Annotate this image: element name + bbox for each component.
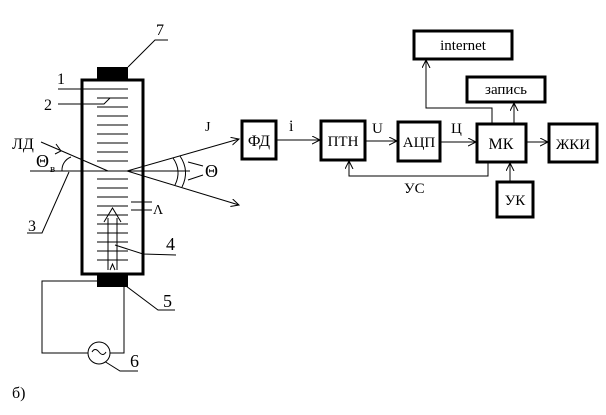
generator-6 xyxy=(87,341,111,365)
block-adc: АЦП xyxy=(396,120,442,163)
wavelength-marks: Λ xyxy=(131,201,164,218)
svg-text:ФД: ФД xyxy=(248,133,270,150)
svg-text:УК: УК xyxy=(505,193,527,209)
diffracted-beams: J Θ xyxy=(126,120,239,205)
top-cap-7 xyxy=(97,67,128,81)
svg-text:internet: internet xyxy=(440,38,487,54)
bragg-angle-subscript: в xyxy=(50,163,55,175)
laser-label: ЛД xyxy=(12,136,34,153)
callout-4: 4 xyxy=(166,234,175,254)
transducer-5 xyxy=(97,274,128,287)
svg-text:запись: запись xyxy=(485,82,527,98)
figure-label: б) xyxy=(12,385,25,402)
block-photodetector: ФД xyxy=(240,119,278,161)
callouts: 1 2 3 4 5 6 7 xyxy=(27,22,177,372)
wavelength-label: Λ xyxy=(153,203,164,218)
cell-body xyxy=(80,78,145,276)
acoustic-wave-arrow xyxy=(103,207,122,271)
bragg-angle-label: Θ xyxy=(36,151,49,171)
incident-beam: ЛД Θ в xyxy=(12,136,109,175)
signal-voltage-label: U xyxy=(372,121,383,137)
block-lcd: ЖКИ xyxy=(547,122,599,164)
callout-6: 6 xyxy=(130,351,139,371)
callout-2: 2 xyxy=(44,97,52,114)
signal-current-label: i xyxy=(289,118,294,135)
block-mcu: МК xyxy=(475,122,528,164)
signal-control-label: УС xyxy=(404,181,425,197)
connections xyxy=(276,60,548,182)
callout-3: 3 xyxy=(28,218,36,235)
intensity-label: J xyxy=(205,120,211,135)
generator-circuit xyxy=(41,280,125,365)
ac-symbol-icon xyxy=(91,349,107,355)
link-feedback xyxy=(349,161,489,177)
svg-text:ЖКИ: ЖКИ xyxy=(556,137,590,153)
svg-text:АЦП: АЦП xyxy=(403,135,436,151)
callout-5: 5 xyxy=(163,291,172,311)
bragg-angle-arc xyxy=(61,156,72,172)
link-mcu-internet xyxy=(426,60,493,124)
block-internet: internet xyxy=(412,29,514,61)
block-record: запись xyxy=(465,75,547,104)
svg-text:МК: МК xyxy=(489,136,514,153)
callout-7: 7 xyxy=(156,22,164,39)
acousto-optic-cell: Λ xyxy=(80,67,164,287)
svg-text:ПТН: ПТН xyxy=(328,134,359,150)
callout-1: 1 xyxy=(57,71,65,88)
block-converter: ПТН xyxy=(319,119,367,162)
signal-digital-label: Ц xyxy=(451,121,462,137)
grating-lines xyxy=(97,88,128,261)
block-keyboard: УК xyxy=(495,180,535,219)
divergence-angle-label: Θ xyxy=(205,161,218,181)
